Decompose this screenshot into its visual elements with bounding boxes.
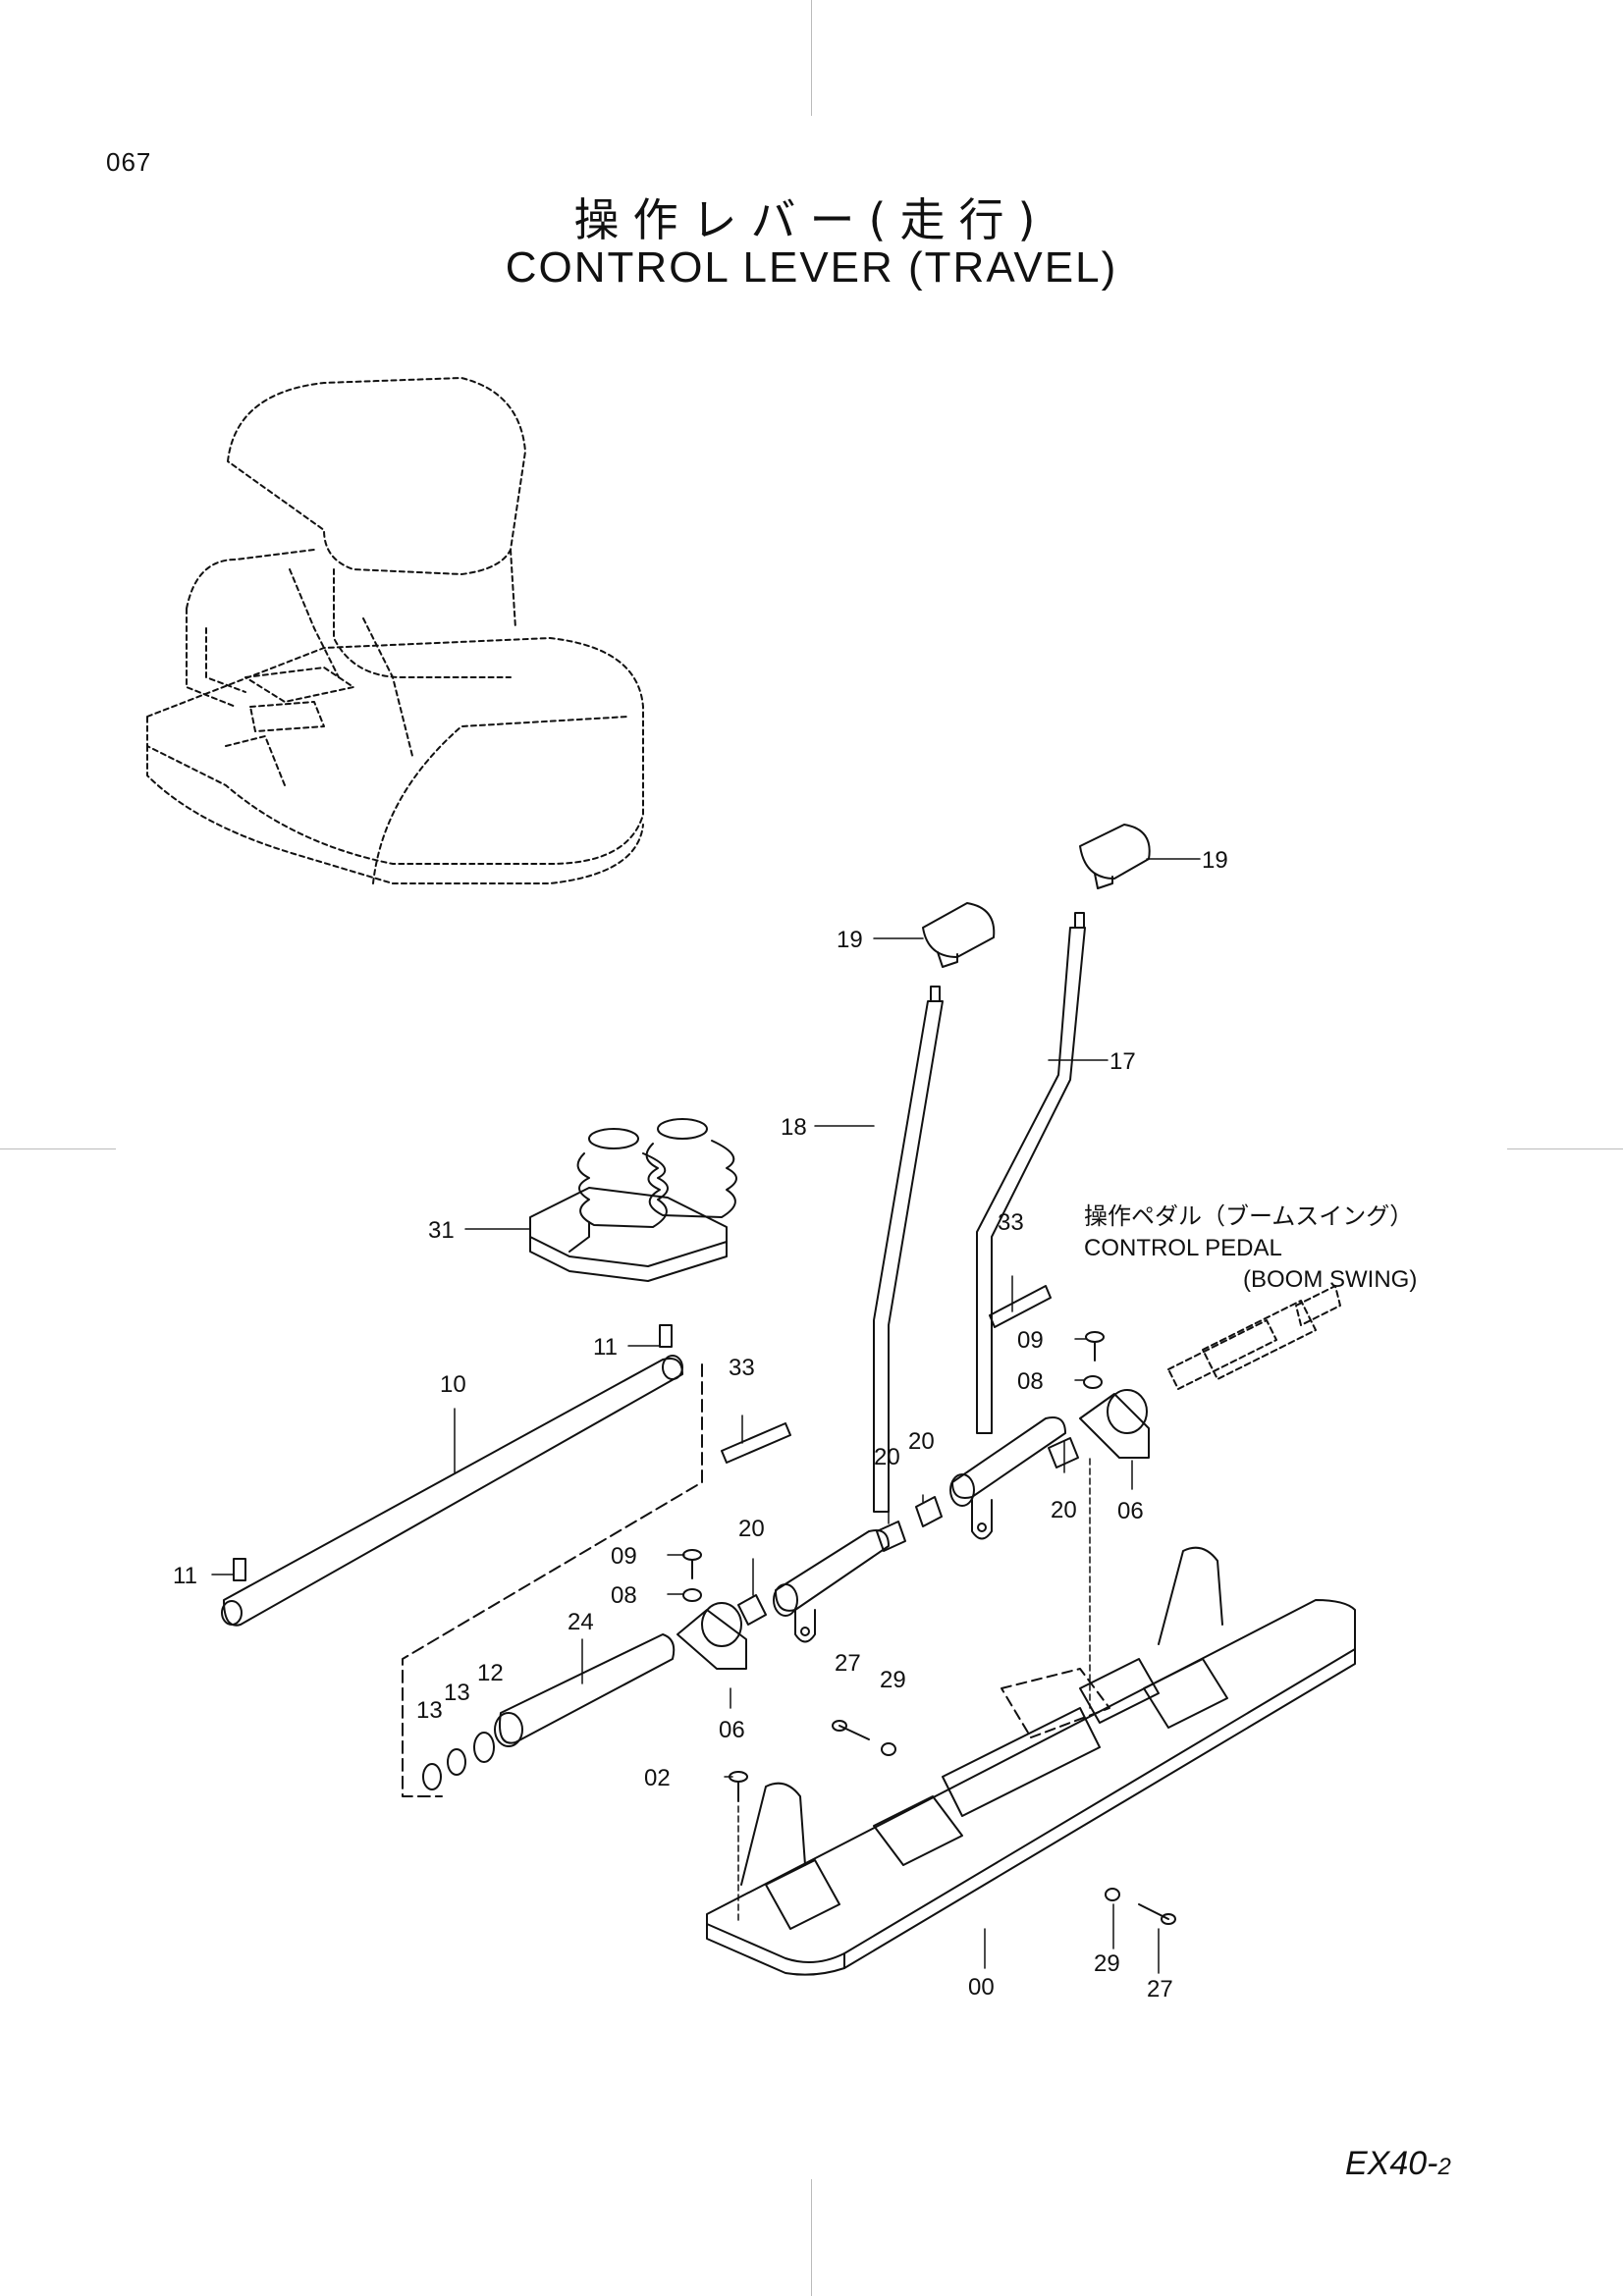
machine-overview-illustration (146, 377, 644, 884)
reference-note-jp: 操作ペダル（ブームスイング） (1084, 1203, 1414, 1230)
callout-08-right: 08 (1017, 1368, 1044, 1395)
callout-29-bottom: 29 (1094, 1950, 1120, 1977)
callout-labels: 19 19 17 18 31 33 33 11 11 10 09 09 08 0… (173, 847, 1228, 2002)
crop-mark-bottom (811, 2179, 812, 2296)
callout-20-a: 20 (738, 1516, 765, 1542)
callout-11-bottom: 11 (173, 1563, 197, 1589)
title-japanese: 操作レバー(走行) (573, 193, 1050, 246)
callout-33-left: 33 (729, 1355, 755, 1381)
washer-29-b-illustration (1105, 1888, 1120, 1901)
callout-19-left: 19 (837, 927, 863, 953)
callout-02: 02 (644, 1765, 671, 1791)
bolt-27-b-illustration (1138, 1903, 1176, 1925)
callout-31: 31 (428, 1217, 455, 1244)
callout-00: 00 (968, 1974, 995, 2001)
callout-19-right: 19 (1202, 847, 1228, 874)
knob-19-left-illustration (922, 902, 996, 968)
callout-09-left: 09 (611, 1543, 637, 1570)
model-suffix: 2 (1437, 2154, 1451, 2180)
knob-19-right-illustration (1079, 824, 1151, 889)
callout-33-right: 33 (998, 1209, 1024, 1236)
callout-08-left: 08 (611, 1582, 637, 1609)
callout-20-c: 20 (908, 1428, 935, 1455)
sleeve-24-illustration (494, 1633, 676, 1747)
base-plate-00-illustration (706, 1546, 1356, 1976)
callout-09-right: 09 (1017, 1327, 1044, 1354)
callout-18: 18 (781, 1114, 807, 1141)
pin-33-b-illustration (989, 1285, 1052, 1328)
bolt-09-b-illustration (1085, 1331, 1105, 1362)
crop-mark-right (1507, 1148, 1623, 1149)
crop-mark-top (811, 0, 812, 116)
model-name: EX40- (1345, 2145, 1438, 2182)
washer-13-a-illustration (447, 1748, 466, 1776)
bolt-09-a-illustration (682, 1549, 702, 1579)
control-pedal-reference-illustration (1167, 1285, 1341, 1390)
lever-18-illustration (773, 986, 944, 1643)
shaft-10-illustration (221, 1324, 703, 1797)
callout-11-top: 11 (593, 1334, 618, 1361)
callout-29-top: 29 (880, 1667, 906, 1693)
washer-08-a-illustration (682, 1588, 702, 1602)
reference-note-en-1: CONTROL PEDAL (1084, 1235, 1282, 1261)
callout-17: 17 (1109, 1048, 1136, 1075)
crop-mark-left (0, 1148, 116, 1149)
reference-note: 操作ペダル（ブームスイング） CONTROL PEDAL (BOOM SWING… (1084, 1201, 1417, 1296)
washer-29-a-illustration (881, 1742, 896, 1756)
bushing-20-illustrations (737, 1437, 1079, 1626)
callout-13-a: 13 (444, 1680, 470, 1706)
callout-10: 10 (440, 1371, 466, 1398)
lever-17-illustration (949, 912, 1086, 1540)
bolt-27-a-illustration (832, 1720, 870, 1740)
page-number: 067 (106, 147, 152, 177)
callout-06-right: 06 (1117, 1498, 1144, 1524)
callout-27-bottom: 27 (1147, 1976, 1173, 2002)
title-english: CONTROL LEVER (TRAVEL) (505, 243, 1118, 292)
callout-20-d: 20 (1051, 1497, 1077, 1523)
callout-27-top: 27 (835, 1650, 861, 1677)
reference-note-en-2: (BOOM SWING) (1243, 1266, 1418, 1293)
callout-06-left: 06 (719, 1717, 745, 1743)
model-label: EX40-2 (1345, 2145, 1451, 2183)
callout-leaders (211, 858, 1201, 1974)
bearing-06-b-illustration (1079, 1389, 1150, 1459)
washer-08-b-illustration (1083, 1375, 1103, 1389)
washer-12-illustration (473, 1732, 495, 1763)
callout-12: 12 (477, 1660, 504, 1686)
pin-33-a-illustration (721, 1422, 791, 1464)
washer-13-b-illustration (422, 1763, 442, 1790)
bearing-06-a-illustration (676, 1602, 747, 1670)
callout-13-b: 13 (416, 1697, 443, 1724)
boot-31-illustration (529, 1118, 737, 1282)
callout-24: 24 (568, 1609, 594, 1635)
callout-20-b: 20 (874, 1444, 900, 1470)
